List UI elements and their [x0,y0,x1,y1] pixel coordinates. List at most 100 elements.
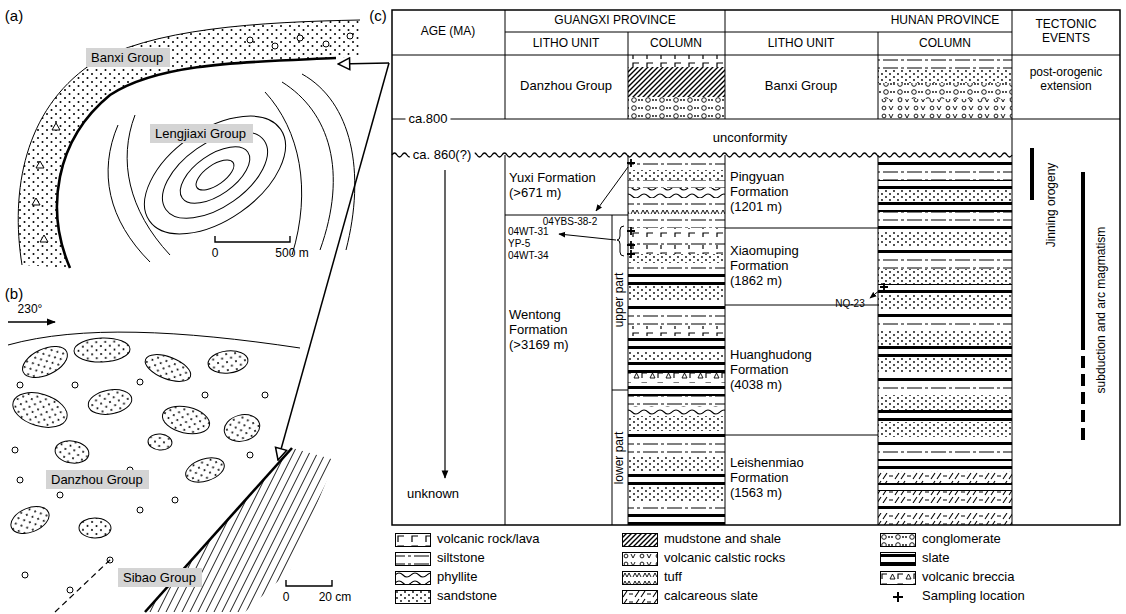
rock-layer [878,202,1012,212]
legend-text: volcanic breccia [922,569,1015,584]
fold-traces [108,74,355,262]
rock-layer [628,158,725,170]
rock-layer [878,294,1012,309]
unit-name: Banxi Group [91,50,163,65]
pebble [72,382,78,388]
pebble [17,477,23,483]
rock-layer [878,483,1012,491]
label-text: 20 cm [319,590,352,604]
table-label: Huanghudong Formation (4038 m) [730,348,825,393]
label-text: LITHO UNIT [533,36,600,50]
legend-text: calcareous slate [664,588,758,603]
rock-layer [878,190,1012,202]
table-label: AGE (MA) [418,25,478,39]
unconformity-line [392,153,1012,157]
table-label: YP-5 [508,238,530,250]
table-label: Jinning orogeny [1045,163,1059,248]
legend-item: volcanic breccia [922,570,1015,585]
label-text: 04YBS-38-2 [543,216,597,227]
scale-bar [286,580,332,586]
label-text: unconformity [713,130,787,145]
clast [53,438,90,465]
label-text: Pingyuan Formation (1201 m) [730,169,789,214]
pebble [107,557,113,563]
label-text: Huanghudong Formation (4038 m) [730,347,812,392]
label-text: GUANGXI PROVINCE [554,13,675,27]
rock-layer [878,437,1012,449]
unit-name: Sibao Group [123,570,196,585]
pointer-arrows [278,63,389,460]
breccia-symbols [32,123,60,242]
rock-layer [878,247,1012,257]
label-text: (c) [369,7,387,24]
legend-item: tuff [664,570,682,585]
table-label: 230° [18,303,43,317]
rock-layer [628,406,725,416]
table-label: post-orogenic extension [1016,66,1116,94]
label-text: Banxi Group [765,78,837,93]
outcrop-sketch [7,322,335,612]
rock-layer [878,491,1012,503]
legend-swatch [880,571,916,585]
rock-layer [628,513,725,525]
table-label: (c) [369,7,387,24]
legend-item: siltstone [437,551,485,566]
pebble-symbols [247,33,353,49]
table-label: GUANGXI PROVINCE [554,14,675,28]
rock-layer [628,55,725,67]
event-bars [1032,148,1083,446]
clast [221,411,262,445]
label-text: 230° [18,302,43,316]
clast [74,337,131,363]
clast [160,402,213,438]
unit-name: Lengjiaxi Group [155,126,246,141]
legend-item: volcanic rock/lava [437,532,540,547]
legend-item: phyllite [437,570,477,585]
pebble [262,392,268,398]
rock-layer [878,222,1012,232]
rock-layer [878,232,1012,247]
table-label: ca. 860(?) [410,148,475,163]
age-arrow [445,170,446,478]
table-label: unknown [407,487,459,502]
pebble [202,392,208,398]
label-text: 04WT-34 [508,250,549,261]
unconformity-contact [57,58,336,268]
label-text: TECTONIC EVENTS [1035,17,1096,45]
rock-layer [878,358,1012,373]
legend-text: volcanic calstic rocks [664,550,785,565]
rock-layer [878,170,1012,180]
legend-swatch [395,533,431,547]
unit-label-box: Sibao Group [118,568,202,587]
table-label: (a) [5,7,23,24]
rock-layer [878,459,1012,471]
scale-bar [215,236,290,242]
legend-text: Sampling location [922,588,1025,603]
conglomerate-clasts [7,337,268,593]
rock-layer [878,471,1012,483]
unconformity-contact [145,448,292,612]
rock-layer [878,395,1012,410]
slate-hatching [145,448,335,612]
rock-layer [628,237,725,245]
rock-layer [628,273,725,286]
label-text: Jinning orogeny [1044,163,1058,248]
rock-layer [878,410,1012,422]
rock-layer [878,503,1012,513]
label-text: 0 [283,590,290,604]
rock-layer [878,257,1012,269]
label-text: Leishenmiao Formation (1563 m) [730,455,804,500]
rock-layer [628,486,725,501]
rock-layer [628,263,725,273]
pebble [247,452,253,458]
rock-layer [628,198,725,210]
clast [147,433,172,451]
table-label: 04WT-31 [508,226,549,238]
unit-label-box: Danzhou Group [46,470,149,489]
label-text: post-orogenic extension [1030,65,1103,93]
pebble [57,492,63,498]
label-text: COLUMN [919,36,971,50]
table-label: LITHO UNIT [533,37,600,51]
legend-item: sandstone [437,589,497,604]
clast [7,501,53,538]
